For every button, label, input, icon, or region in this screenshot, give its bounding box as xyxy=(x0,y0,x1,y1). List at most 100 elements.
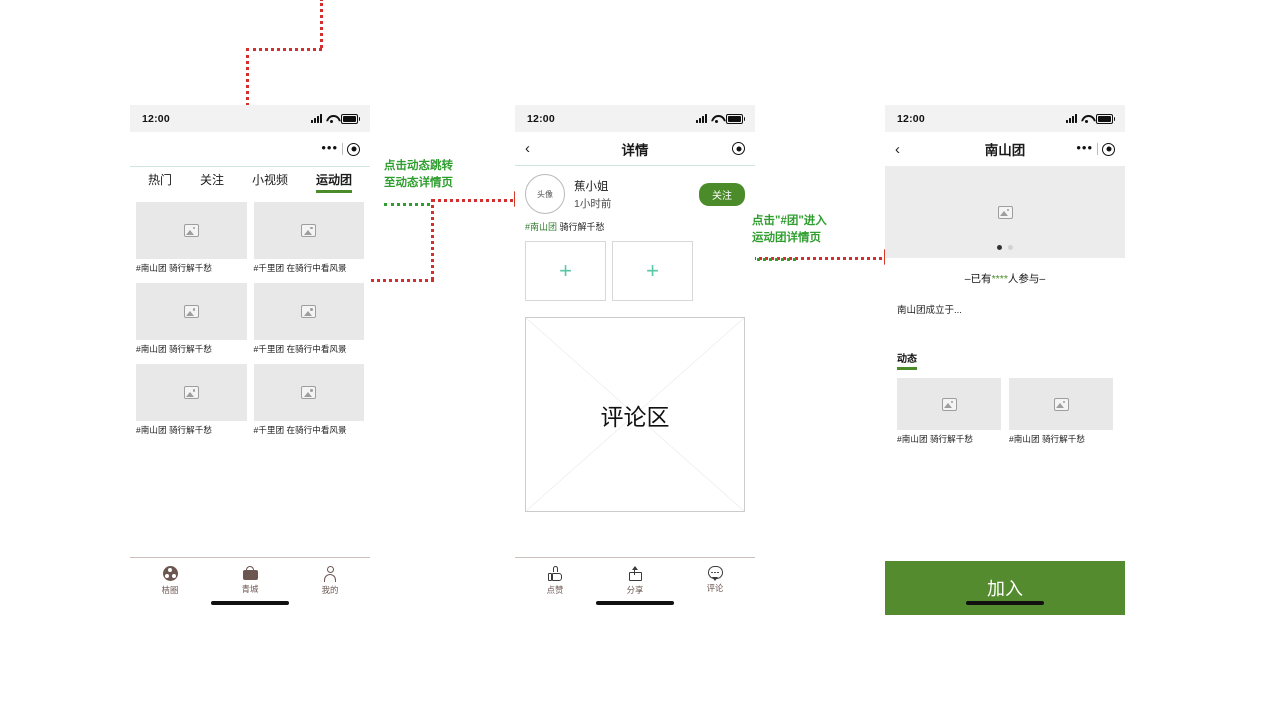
carousel-dot[interactable] xyxy=(1008,245,1013,250)
nav-bar: ‹ 南山团 ••• xyxy=(885,132,1125,166)
status-icons xyxy=(696,113,745,124)
group-section-tabs: 动态 xyxy=(885,349,1125,370)
image-placeholder xyxy=(253,202,364,259)
join-button[interactable]: 加入 xyxy=(885,561,1125,615)
tab-dynamic[interactable]: 动态 xyxy=(897,350,917,370)
image-icon xyxy=(183,386,199,400)
feed-row: #南山团 骑行解千愁 #千里团 在骑行中看风景 xyxy=(136,364,364,436)
status-icons xyxy=(311,113,360,124)
feed-card[interactable]: #南山团 骑行解千愁 xyxy=(136,202,247,274)
status-time: 12:00 xyxy=(142,112,170,125)
author-meta: 蕉小姐 1小时前 xyxy=(574,178,611,211)
tabbar-item-qingcheng[interactable]: 青城 xyxy=(222,566,278,595)
author-time: 1小时前 xyxy=(574,197,612,210)
group-hero-carousel[interactable] xyxy=(885,166,1125,258)
more-icon[interactable]: ••• xyxy=(321,139,338,155)
author-row: 头像 蕉小姐 1小时前 关注 xyxy=(515,166,755,220)
image-placeholder xyxy=(253,283,364,341)
flow-connector-segment xyxy=(320,0,323,48)
phone-screen-feed: 12:00 ••• 热门 关注 小视频 运动团 # xyxy=(130,105,370,615)
flow-connector-segment xyxy=(431,199,521,202)
action-share[interactable]: 分享 xyxy=(607,566,663,596)
feed-card[interactable]: #千里团 在骑行中看风景 xyxy=(253,202,364,274)
wifi-icon xyxy=(326,114,337,123)
feed-card[interactable]: #千里团 在骑行中看风景 xyxy=(253,283,364,355)
target-icon[interactable] xyxy=(732,142,745,155)
image-placeholder xyxy=(897,378,1001,430)
participants-count: –已有****人参与– xyxy=(885,271,1125,286)
tab-sportgroup[interactable]: 运动团 xyxy=(315,171,353,193)
image-placeholder xyxy=(136,283,247,341)
action-label: 点赞 xyxy=(546,585,564,595)
image-icon xyxy=(183,224,199,237)
action-comment[interactable]: 评论 xyxy=(687,566,743,594)
image-icon xyxy=(301,224,317,237)
nav-divider xyxy=(1097,143,1098,155)
thumb-up-icon xyxy=(547,566,563,581)
nav-bar: ‹ 详情 xyxy=(515,132,755,166)
group-post-card[interactable]: #南山团 骑行解千愁 xyxy=(897,378,1001,445)
tabbar-item-mine[interactable]: 我的 xyxy=(302,566,358,596)
comment-icon xyxy=(707,566,723,581)
upload-row: + + xyxy=(515,233,755,301)
feed-caption: #南山团 骑行解千愁 xyxy=(136,263,212,273)
feed-card[interactable]: #千里团 在骑行中看风景 xyxy=(253,364,364,436)
image-icon xyxy=(997,205,1013,219)
image-icon xyxy=(183,305,199,319)
phone-screen-group-detail: 12:00 ‹ 南山团 ••• –已有****人参与– 南山团 xyxy=(885,105,1125,615)
participants-prefix: –已有 xyxy=(964,273,992,285)
phone-screen-post-detail: 12:00 ‹ 详情 头像 蕉小姐 1小时前 关注 #南山团 骑行解千愁 xyxy=(515,105,755,615)
person-icon xyxy=(323,566,338,582)
post-action-bar: 点赞 分享 评论 xyxy=(515,557,755,615)
status-bar: 12:00 xyxy=(885,105,1125,132)
target-icon[interactable] xyxy=(1102,142,1115,156)
tabbar-item-juquan[interactable]: 桔圈 xyxy=(142,566,198,596)
tab-following[interactable]: 关注 xyxy=(199,173,224,187)
carousel-dots xyxy=(885,245,1125,250)
back-icon[interactable]: ‹ xyxy=(895,140,900,158)
action-like[interactable]: 点赞 xyxy=(527,566,583,596)
nav-actions: ••• xyxy=(321,139,360,156)
status-time: 12:00 xyxy=(527,112,555,125)
more-icon[interactable]: ••• xyxy=(1076,139,1093,155)
battery-icon xyxy=(1096,113,1115,124)
signal-icon xyxy=(311,114,322,123)
follow-button[interactable]: 关注 xyxy=(699,182,745,206)
action-label: 评论 xyxy=(706,583,724,593)
image-placeholder xyxy=(136,202,247,259)
image-icon xyxy=(301,386,317,400)
author-name: 蕉小姐 xyxy=(574,180,609,193)
bag-icon xyxy=(242,566,258,580)
group-description: 南山团成立于... xyxy=(897,305,962,316)
feed-row: #南山团 骑行解千愁 #千里团 在骑行中看风景 xyxy=(136,202,364,274)
comment-area-placeholder[interactable]: 评论区 xyxy=(525,317,745,512)
nav-actions xyxy=(732,142,745,155)
add-image-box[interactable]: + xyxy=(525,241,606,301)
post-body: 骑行解千愁 xyxy=(559,222,605,232)
image-icon xyxy=(301,305,317,319)
annotation-guide xyxy=(752,258,796,261)
group-post-grid: #南山团 骑行解千愁 #南山团 骑行解千愁 xyxy=(885,368,1125,445)
back-icon[interactable]: ‹ xyxy=(525,140,530,157)
avatar[interactable]: 头像 xyxy=(525,174,565,214)
cross-lines xyxy=(526,318,744,511)
group-post-card[interactable]: #南山团 骑行解千愁 xyxy=(1009,378,1113,445)
feed-caption: #南山团 骑行解千愁 xyxy=(136,344,212,355)
tab-shortvideo[interactable]: 小视频 xyxy=(251,173,288,187)
feed-card[interactable]: #南山团 骑行解千愁 xyxy=(136,364,247,436)
post-hashtag[interactable]: #南山团 xyxy=(525,222,558,232)
carousel-dot-active[interactable] xyxy=(997,245,1002,250)
flow-connector-segment xyxy=(431,199,434,280)
participants-suffix: 人参与– xyxy=(1007,273,1046,285)
home-indicator xyxy=(966,601,1044,605)
status-bar: 12:00 xyxy=(130,105,370,132)
feed-caption: #千里团 在骑行中看风景 xyxy=(253,425,347,436)
tab-hot[interactable]: 热门 xyxy=(147,173,172,187)
target-icon[interactable] xyxy=(347,142,360,156)
share-icon xyxy=(628,566,643,581)
feed-caption: #南山团 骑行解千愁 xyxy=(136,425,212,436)
feed-card[interactable]: #南山团 骑行解千愁 xyxy=(136,283,247,355)
add-image-box[interactable]: + xyxy=(612,241,693,301)
bottom-tab-bar: 桔圈 青城 我的 xyxy=(130,557,370,615)
